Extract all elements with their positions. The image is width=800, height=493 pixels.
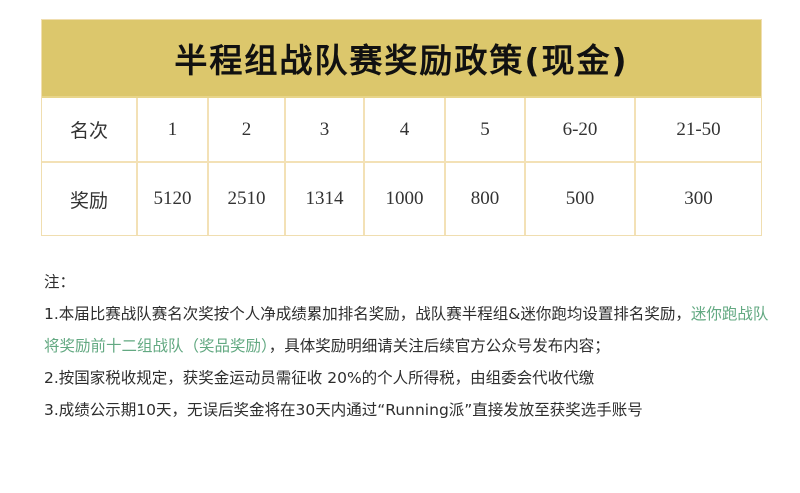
note-item-2: 2.按国家税收规定，获奖金运动员需征收 20%的个人所得税，由组委会代收代缴 (44, 369, 595, 387)
rank-cell: 4 (363, 98, 446, 163)
rank-cell: 1 (136, 98, 209, 163)
reward-cell: 5120 (136, 161, 209, 235)
reward-cell: 300 (634, 161, 761, 235)
rank-cell: 5 (444, 98, 526, 163)
note-item-1: 1.本届比赛战队赛名次奖按个人净成绩累加排名奖励，战队赛半程组&迷你跑均设置排名… (44, 298, 774, 362)
note-1-text: 1.本届比赛战队赛名次奖按个人净成绩累加排名奖励，战队赛半程组&迷你跑均设置排名… (44, 305, 691, 323)
note-1-highlight: 迷你跑战队将奖励前十二组战队（奖品奖励） (44, 305, 769, 355)
note-item-3: 3.成绩公示期10天，无误后奖金将在30天内通过“Running派”直接发放至获… (44, 401, 643, 419)
reward-cell: 1000 (363, 161, 446, 235)
reward-cell: 1314 (284, 161, 365, 235)
reward-cell: 2510 (207, 161, 286, 235)
rank-cell: 21-50 (634, 98, 761, 163)
reward-cell: 800 (444, 161, 526, 235)
rank-cell: 6-20 (524, 98, 636, 163)
rank-cell: 3 (284, 98, 365, 163)
rank-row: 名次 1 2 3 4 5 6-20 21-50 (42, 98, 761, 163)
table-title: 半程组战队赛奖励政策(现金) (42, 20, 761, 98)
notes-heading: 注： (44, 273, 76, 291)
rank-cell: 2 (207, 98, 286, 163)
reward-label: 奖励 (42, 161, 138, 235)
rank-label: 名次 (42, 98, 138, 163)
reward-row: 奖励 5120 2510 1314 1000 800 500 300 (42, 161, 761, 235)
note-1-text-end: ，具体奖励明细请关注后续官方公众号发布内容； (268, 337, 610, 355)
prize-table: 名次 1 2 3 4 5 6-20 21-50 奖励 5120 2510 131… (42, 98, 761, 235)
notes-section: 注： 1.本届比赛战队赛名次奖按个人净成绩累加排名奖励，战队赛半程组&迷你跑均设… (44, 266, 774, 426)
prize-table-container: 半程组战队赛奖励政策(现金) 名次 1 2 3 4 5 6-20 21-50 奖… (41, 19, 762, 236)
reward-cell: 500 (524, 161, 636, 235)
